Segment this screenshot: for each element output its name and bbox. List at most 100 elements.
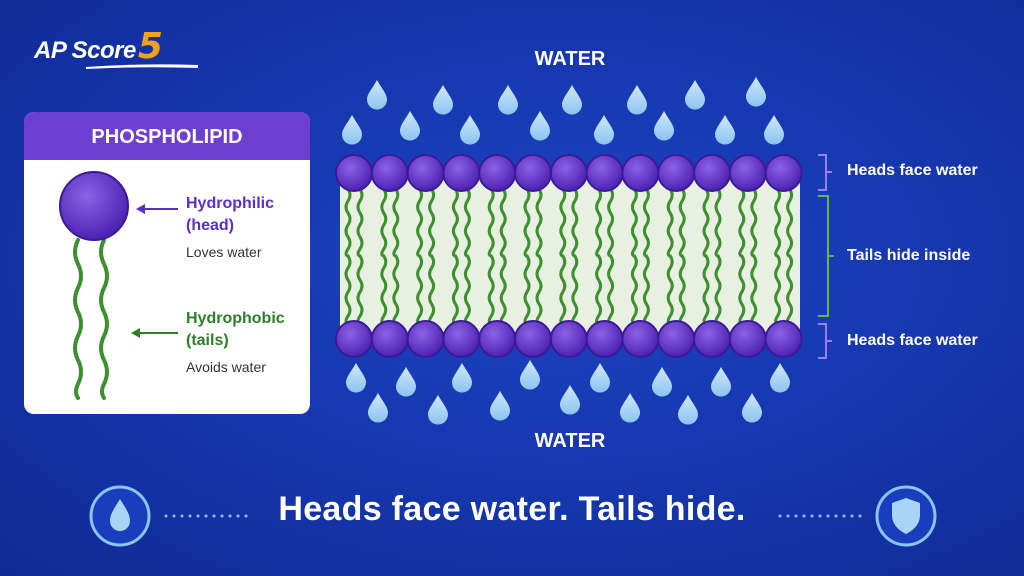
lipid-tail — [380, 187, 388, 258]
lipid-tail — [702, 254, 710, 325]
lipid-tail — [607, 187, 615, 258]
lipid-tail — [535, 187, 543, 258]
lipid-tail — [678, 254, 686, 325]
bracket-middle — [818, 195, 834, 317]
lipid-head-top — [335, 154, 373, 192]
logo-number: 5 — [137, 26, 163, 67]
head-sublabel: (head) — [186, 217, 234, 234]
water-drop — [530, 111, 550, 141]
lipid-head-bottom — [442, 320, 481, 358]
lipid-tail — [702, 187, 710, 258]
lipid-tail — [678, 187, 686, 258]
lipid-tail — [463, 187, 471, 258]
water-drop — [490, 391, 510, 421]
water-drop — [368, 393, 388, 423]
lipid-head-bottom — [728, 320, 767, 358]
lipid-tail — [344, 187, 352, 258]
membrane-heads — [335, 154, 803, 358]
lipid-tail — [786, 187, 794, 258]
lipid-tail — [428, 187, 436, 258]
lipid-tail — [630, 254, 638, 325]
hydrophobic-label: Hydrophobic — [186, 310, 285, 327]
shield-icon — [875, 485, 937, 547]
lipid-tail — [750, 187, 758, 258]
lipid-tail — [463, 254, 471, 325]
water-drop — [770, 363, 790, 393]
water-drop — [498, 85, 518, 115]
water-drop — [715, 115, 735, 145]
lipid-tail — [666, 254, 674, 325]
lipid-tail — [487, 187, 495, 258]
dotted-line-right — [778, 514, 862, 518]
lipid-head-bottom — [406, 320, 445, 358]
phospholipid-illustration — [59, 171, 178, 400]
lipid-tail — [642, 254, 650, 325]
water-drop — [627, 85, 647, 115]
lipid-tail — [380, 254, 388, 325]
water-drop — [654, 111, 674, 141]
lipid-tail — [499, 254, 507, 325]
lipid-tail — [738, 187, 746, 258]
water-drops — [342, 77, 790, 425]
ap-score-logo: AP Score5 — [34, 26, 198, 76]
avoids-water-text: Avoids water — [186, 359, 266, 375]
lipid-head-bottom — [657, 320, 696, 358]
lipid-tail — [487, 254, 495, 325]
lipid-head-bottom — [478, 320, 517, 358]
lipid-head-top — [442, 154, 481, 192]
logo-text: AP Score — [34, 37, 136, 64]
membrane-interior — [340, 176, 800, 336]
water-drop — [652, 367, 672, 397]
lipid-tail — [774, 254, 782, 325]
water-drop — [742, 393, 762, 423]
water-drop — [520, 360, 540, 390]
bracket-bottom — [818, 323, 832, 359]
hydrophilic-label: Hydrophilic — [186, 195, 275, 212]
lipid-head-top — [370, 154, 409, 192]
lipid-tail — [451, 187, 459, 258]
side-label-bottom: Heads face water — [847, 332, 978, 349]
lipid-tail — [428, 254, 436, 325]
lipid-head-top — [514, 154, 552, 192]
lipid-tail — [392, 187, 400, 258]
lipid-tail — [571, 187, 579, 258]
water-label-bottom: WATER — [534, 430, 606, 452]
lipid-tail — [416, 254, 424, 325]
lipid-tail — [630, 187, 638, 258]
water-drop — [346, 363, 366, 393]
lipid-head-top — [549, 154, 588, 192]
water-drop — [342, 115, 362, 145]
lipid-tail — [595, 254, 603, 325]
lipid-head-bottom — [585, 320, 624, 358]
water-drop-icon — [89, 485, 151, 547]
lipid-tail — [523, 187, 531, 258]
water-drop — [711, 367, 731, 397]
lipid-tail — [344, 254, 352, 325]
tail-right — [99, 238, 109, 400]
lipid-tail — [607, 254, 615, 325]
water-drop — [367, 80, 387, 110]
water-drop — [428, 395, 448, 425]
lipid-head-bottom — [621, 320, 660, 358]
lipid-tail — [356, 254, 364, 325]
loves-water-text: Loves water — [186, 244, 262, 260]
lipid-tail — [559, 187, 567, 258]
logo-underline — [86, 64, 198, 69]
bracket-top — [818, 154, 832, 191]
water-drop — [594, 115, 614, 145]
lipid-tail — [499, 187, 507, 258]
water-label-top: WATER — [534, 48, 606, 70]
side-label-top: Heads face water — [847, 162, 978, 179]
water-drop — [396, 367, 416, 397]
card-title: PHOSPHOLIPID — [24, 112, 310, 160]
lipid-head-top — [621, 154, 660, 192]
lipid-tail — [642, 187, 650, 258]
water-drop — [685, 80, 705, 110]
lipid-tail — [356, 187, 364, 258]
lipid-head-bottom — [764, 320, 803, 358]
lipid-tail — [535, 254, 543, 325]
lipid-tail — [738, 254, 746, 325]
lipid-head-bottom — [335, 320, 373, 358]
lipid-tail — [416, 187, 424, 258]
